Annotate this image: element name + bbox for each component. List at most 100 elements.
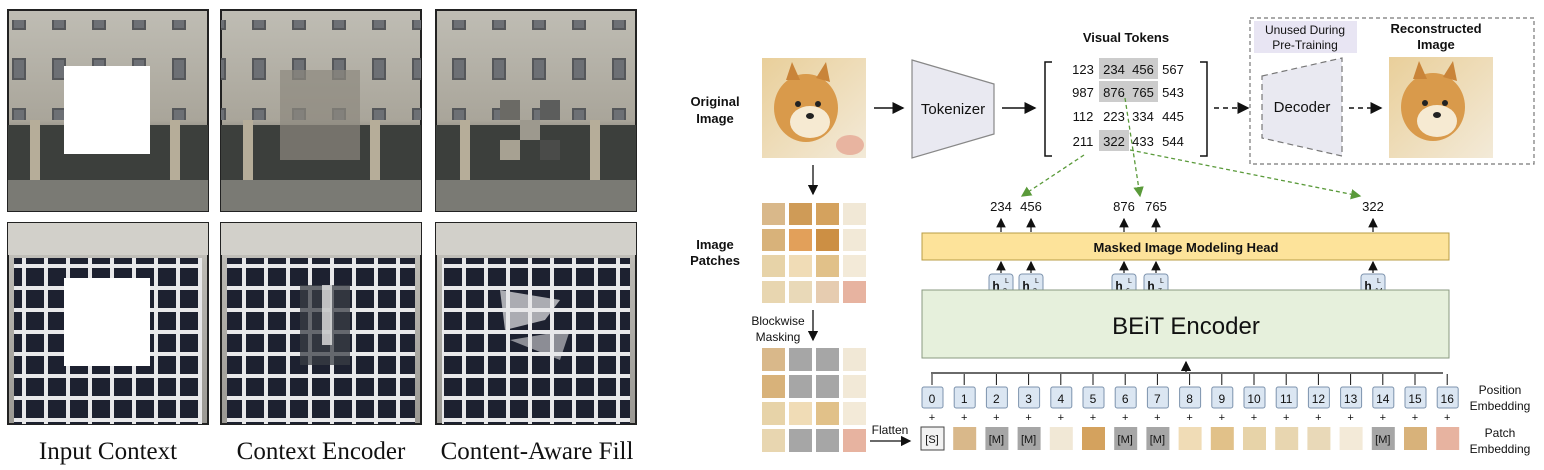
building-input-image [7, 9, 209, 212]
visual-token: 567 [1162, 62, 1184, 77]
visible-patch [843, 429, 866, 452]
position-index: 4 [1057, 392, 1064, 406]
visual-token: 334 [1132, 109, 1154, 124]
image-patch [789, 255, 812, 277]
patch-embedding-label-line2: Embedding [1470, 442, 1531, 456]
plus-sign: + [1347, 412, 1353, 424]
masked-patch-grid [762, 348, 866, 452]
plus-sign: + [1251, 412, 1257, 424]
image-patches-label-line1: Image [696, 237, 734, 252]
flatten-label: Flatten [872, 423, 909, 437]
plus-sign: + [929, 412, 935, 424]
inpainting-comparison: Input Context Context Encoder Content-Aw… [7, 9, 637, 465]
patch-embedding-box [953, 427, 977, 450]
mask-token-label: [M] [1118, 434, 1133, 446]
hidden-state-sup: L [1377, 278, 1381, 285]
position-embedding-label-line1: Position [1479, 383, 1522, 397]
visual-token: 433 [1132, 134, 1154, 149]
position-index: 11 [1280, 392, 1293, 406]
mask-token-box [1114, 427, 1138, 450]
image-patch [789, 203, 812, 225]
plus-sign: + [1412, 412, 1418, 424]
position-embedding-box [1243, 386, 1266, 409]
position-embedding-box [1211, 386, 1234, 409]
visible-patch [843, 348, 866, 371]
image-patch [816, 203, 839, 225]
token-highlight [1099, 130, 1129, 151]
position-index: 12 [1312, 392, 1326, 406]
plus-sign: + [1186, 412, 1192, 424]
hidden-state-label: h [1022, 279, 1029, 293]
token-grid-left-bracket [1044, 61, 1052, 157]
green-arrow-234 [1020, 154, 1085, 197]
image-patch [843, 203, 866, 225]
token-highlight [1099, 58, 1129, 79]
plus-sign: + [1025, 412, 1031, 424]
position-embedding-box [1436, 386, 1459, 409]
position-index: 9 [1218, 392, 1225, 406]
window-content-aware-fill-image [435, 222, 637, 425]
visible-patch [843, 375, 866, 398]
visual-token: 211 [1073, 134, 1094, 149]
decoder-label: Decoder [1274, 99, 1331, 116]
token-grid-right-bracket [1200, 61, 1208, 157]
position-embedding-box [1275, 386, 1298, 409]
mask-token-label: [M] [989, 434, 1004, 446]
position-embedding-box [1372, 386, 1395, 409]
patch-embedding-label-line1: Patch [1485, 426, 1516, 440]
unused-label-bg [1254, 21, 1357, 53]
image-patch [762, 281, 785, 303]
predicted-token: 456 [1020, 199, 1042, 214]
visual-token: 544 [1162, 134, 1184, 149]
mask-token-label: [M] [1375, 434, 1390, 446]
image-patch [789, 281, 812, 303]
predicted-token: 234 [990, 199, 1012, 214]
hidden-state-sup: L [1160, 278, 1164, 285]
mim-head-block [921, 232, 1450, 261]
predicted-token: 876 [1113, 199, 1135, 214]
reconstructed-label-line1: Reconstructed [1390, 21, 1481, 36]
visible-patch [762, 375, 785, 398]
position-embedding-box [921, 386, 944, 409]
visible-patch [816, 402, 839, 425]
beit-diagram: Original Image Tokenizer Visual Tokens 1… [690, 17, 1535, 456]
image-patch [816, 229, 839, 251]
position-embedding-box [953, 386, 976, 409]
visible-patch [762, 402, 785, 425]
masked-patch [789, 375, 812, 398]
masked-patch [816, 375, 839, 398]
mask-token-box [1371, 427, 1395, 450]
plus-sign: + [1058, 412, 1064, 424]
hidden-state-label: h [992, 279, 999, 293]
reconstructed-image-thumbnail [1389, 57, 1493, 158]
visual-token: 445 [1162, 109, 1184, 124]
position-index: 1 [961, 392, 968, 406]
plus-sign: + [1380, 412, 1386, 424]
building-context-encoder-image [220, 9, 422, 212]
blockwise-masking-label-line1: Blockwise [751, 314, 805, 328]
visible-patch [843, 402, 866, 425]
mask-token-box [1146, 427, 1170, 450]
patch-embedding-box [1307, 427, 1331, 450]
masked-patch [816, 429, 839, 452]
image-patch [762, 255, 785, 277]
position-embedding-box [1082, 386, 1105, 409]
patch-embedding-box [1243, 427, 1266, 450]
image-patch [762, 229, 785, 251]
image-patch [843, 281, 866, 303]
image-patch [843, 229, 866, 251]
patch-embedding-box [1404, 427, 1427, 450]
original-image-label-line1: Original [690, 94, 739, 109]
position-index: 5 [1090, 392, 1097, 406]
visual-token: 765 [1132, 85, 1154, 100]
image-patch [843, 255, 866, 277]
hidden-state-label: h [1364, 279, 1371, 293]
patch-embedding-box [1049, 427, 1073, 450]
hidden-state-label: h [1147, 279, 1154, 293]
image-patch [762, 203, 785, 225]
mask-token-label: [M] [1150, 434, 1165, 446]
mask-token-box [985, 427, 1009, 450]
